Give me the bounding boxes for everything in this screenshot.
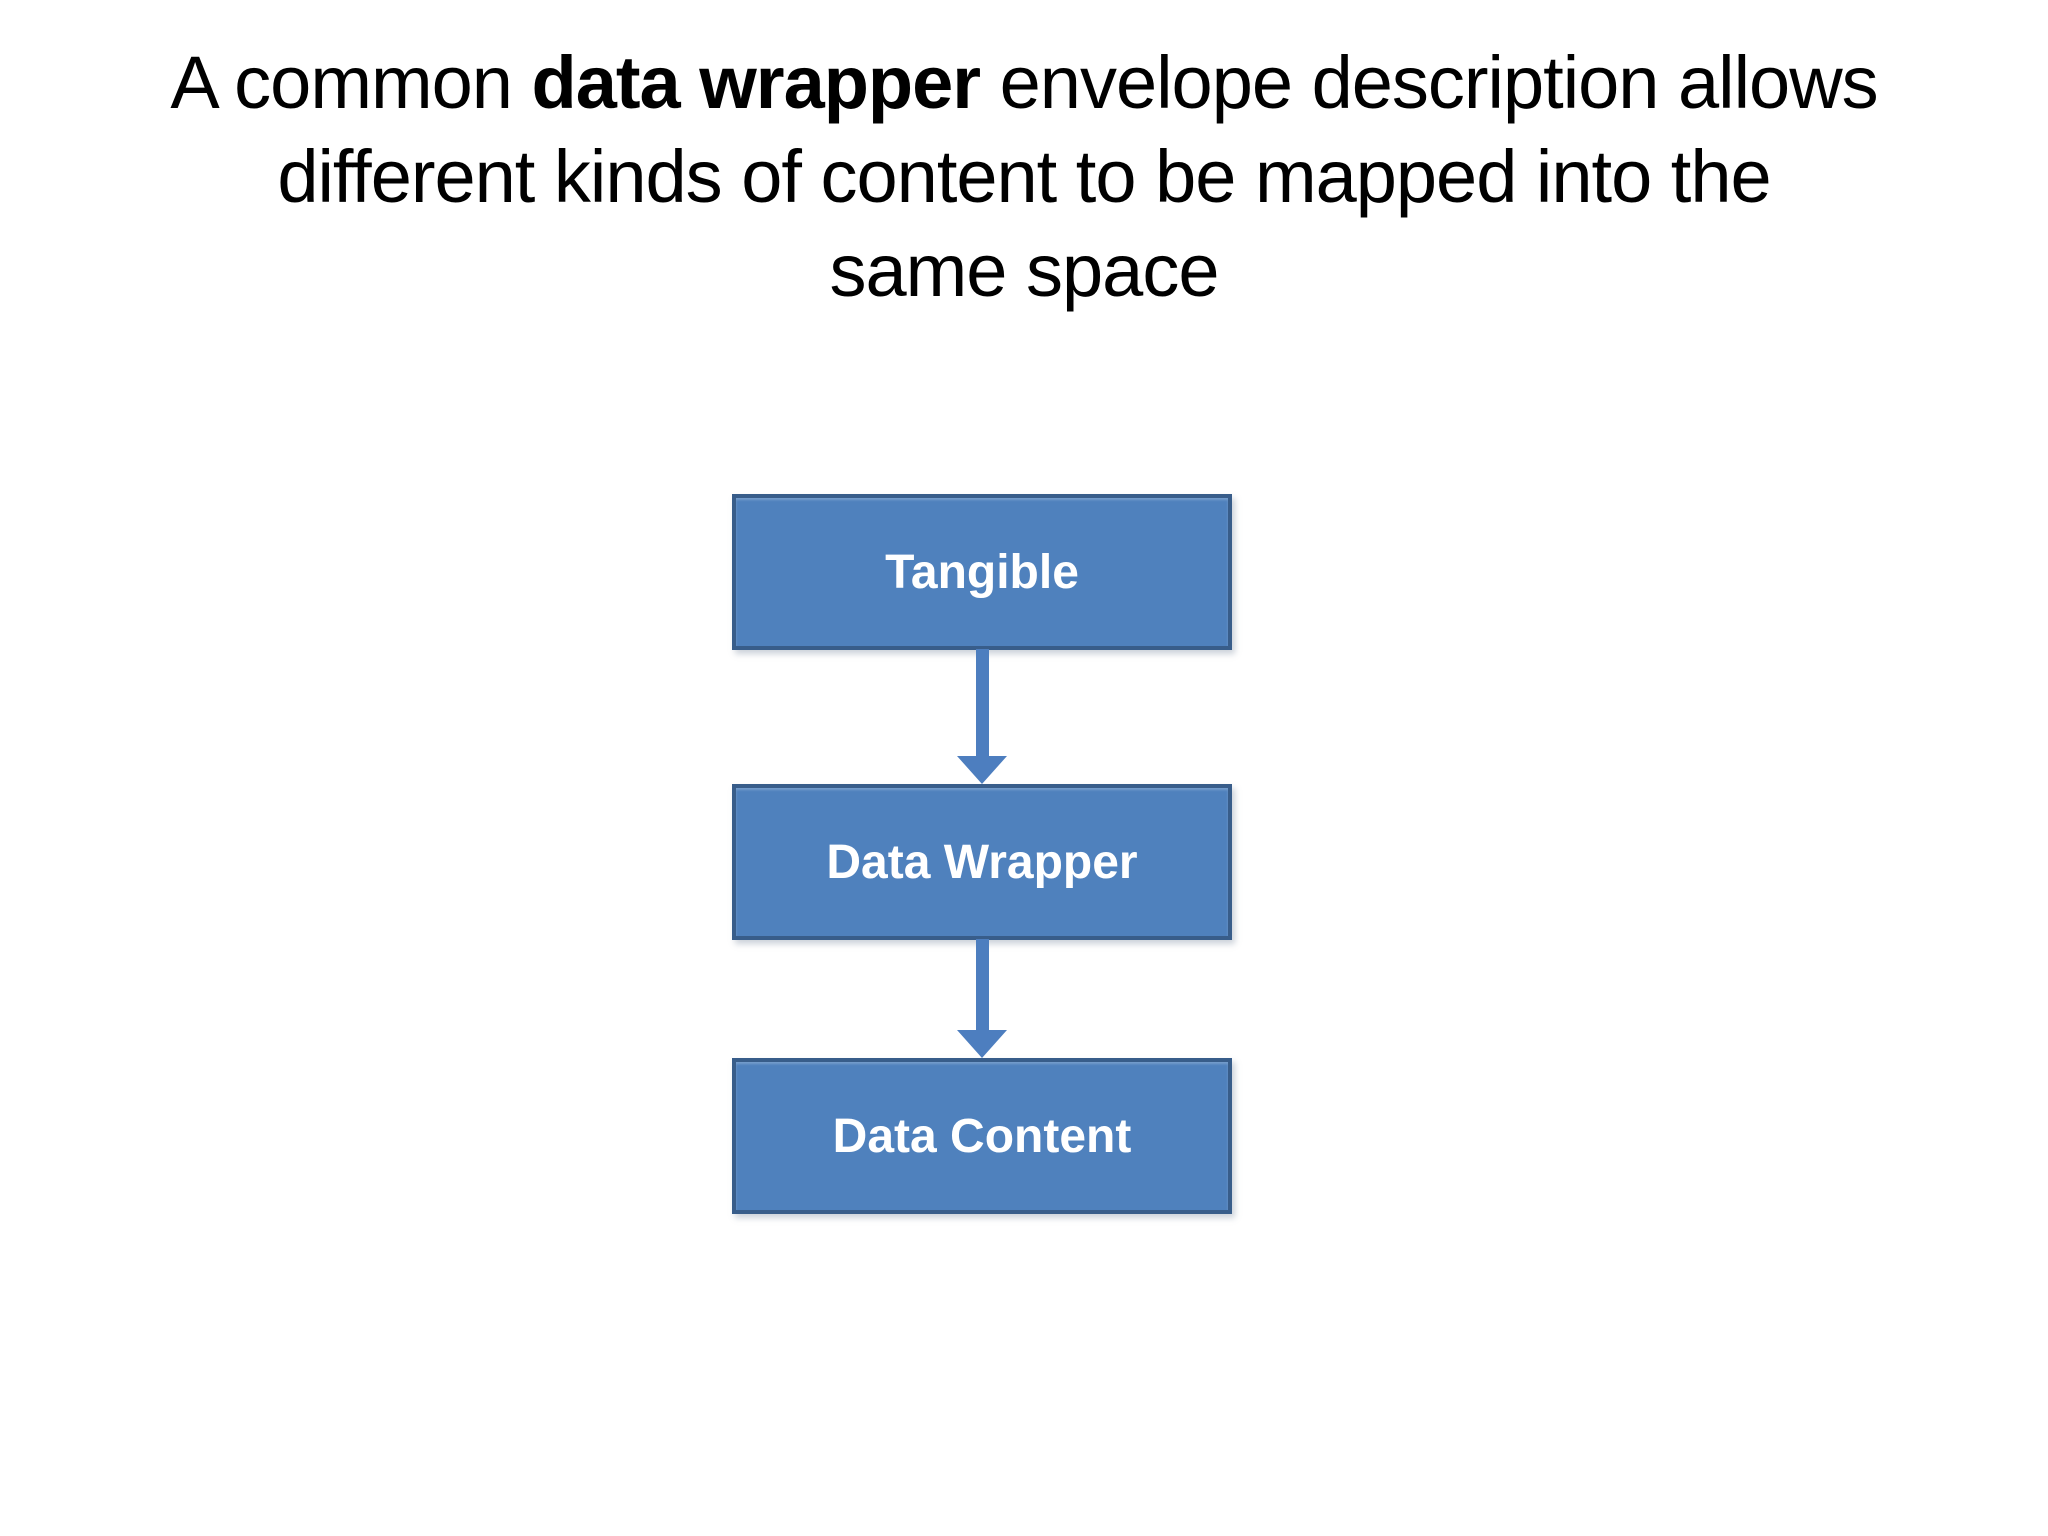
down-arrow-icon xyxy=(957,939,1007,1058)
title-line-1: A common data wrapper envelope descripti… xyxy=(0,36,2048,130)
node-data-content: Data Content xyxy=(732,1058,1232,1214)
node-data-content-label: Data Content xyxy=(832,1109,1132,1163)
node-tangible: Tangible xyxy=(732,494,1232,650)
title-line-1-bold: data wrapper xyxy=(531,41,982,124)
title-line-1-suffix: envelope description allows xyxy=(980,41,1879,124)
arrow-shaft xyxy=(975,649,989,756)
down-arrow-icon xyxy=(957,649,1007,784)
title-line-2: different kinds of content to be mapped … xyxy=(277,135,1771,218)
node-data-wrapper: Data Wrapper xyxy=(732,784,1232,940)
title-line-1-prefix: A common xyxy=(170,41,532,124)
slide-title: A common data wrapper envelope descripti… xyxy=(0,36,2048,318)
arrow-head xyxy=(957,1030,1007,1058)
title-line-3: same space xyxy=(829,229,1220,312)
arrow-head xyxy=(957,756,1007,784)
arrow-shaft xyxy=(975,939,989,1030)
node-tangible-label: Tangible xyxy=(885,545,1079,599)
node-data-wrapper-label: Data Wrapper xyxy=(826,835,1138,889)
